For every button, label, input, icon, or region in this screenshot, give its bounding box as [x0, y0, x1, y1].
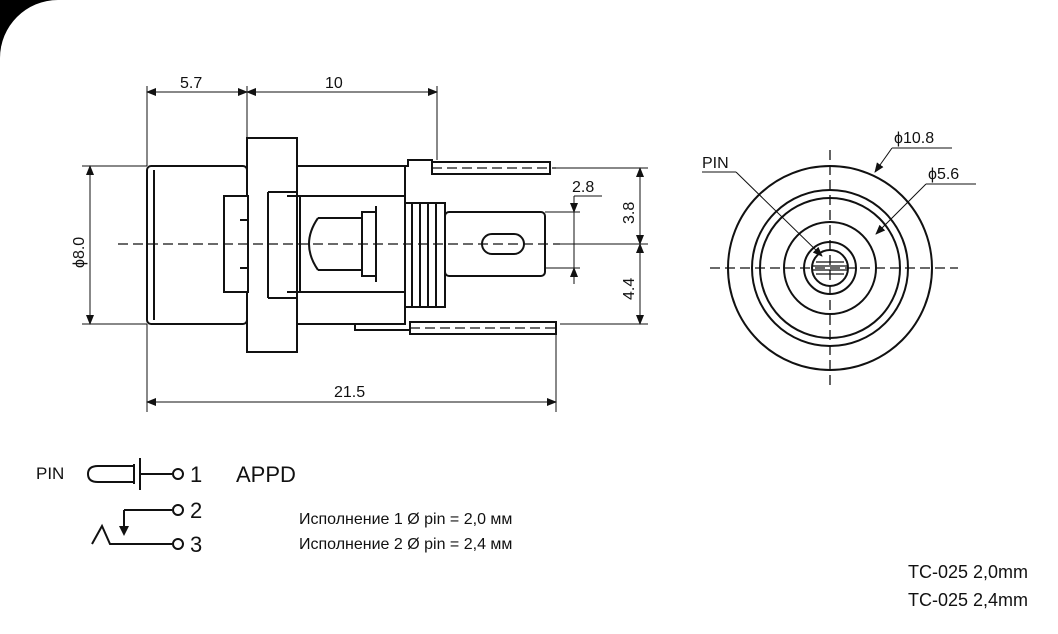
- terminal-2: 2: [190, 498, 202, 523]
- dim-4-4: 4.4: [621, 278, 638, 300]
- model-label-1: TC-025 2,0mm: [907, 562, 1028, 582]
- dim-21-5: 21.5: [334, 384, 365, 401]
- side-view: 5.7 10 ϕ8.0 2.8 3.8 4.4 21.5: [71, 75, 648, 412]
- dim-5-7: 5.7: [180, 75, 202, 92]
- variant-note-2: Исполнение 2 Ø pin = 2,4 мм: [299, 536, 513, 553]
- dim-2-8: 2.8: [572, 179, 594, 196]
- connector-name: APPD: [236, 462, 296, 487]
- model-label-2: TC-025 2,4mm: [907, 590, 1028, 610]
- front-view: PIN ϕ10.8 ϕ5.6: [702, 130, 976, 388]
- dim-phi-5-6: ϕ5.6: [928, 166, 959, 183]
- terminal-3: 3: [190, 532, 202, 557]
- front-pin-label: PIN: [702, 155, 729, 172]
- schematic-pin-label: PIN: [36, 464, 64, 483]
- dim-phi-8-0: ϕ8.0: [71, 237, 88, 268]
- terminal-1: 1: [190, 462, 202, 487]
- variant-note-1: Исполнение 1 Ø pin = 2,0 мм: [299, 511, 513, 528]
- dim-3-8: 3.8: [621, 202, 638, 224]
- schematic: PIN 1 APPD 2 3: [36, 458, 296, 557]
- dim-10: 10: [325, 75, 343, 92]
- flange: [246, 137, 298, 353]
- dim-phi-10-8: ϕ10.8: [894, 130, 934, 147]
